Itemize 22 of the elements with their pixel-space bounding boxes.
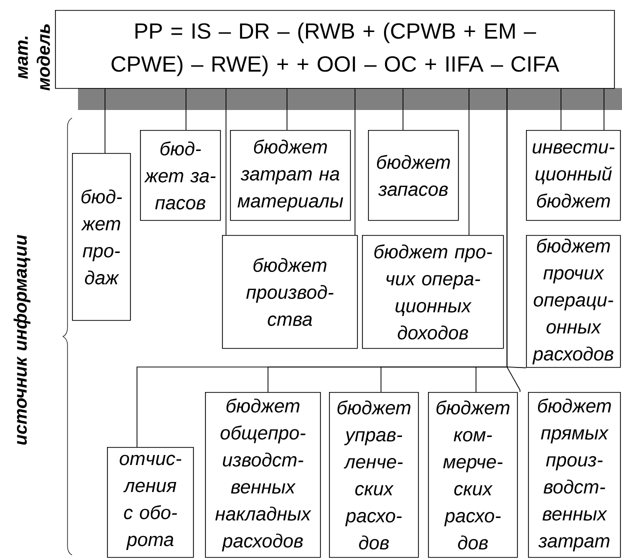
connector-line	[506, 88, 520, 392]
budget-box: бюджет управ- ленче- ских расхо- дов	[329, 392, 419, 558]
budget-box: бюд- жет про- даж	[72, 153, 131, 321]
side-label: источник информации	[14, 234, 30, 445]
budget-box: бюджет общепро- изводст- венных накладных расходов	[205, 392, 321, 558]
budget-box: бюд- жет за- пасов	[140, 130, 221, 221]
budget-box: бюджет затрат на материалы	[230, 130, 351, 221]
budget-box: бюджет прочих операци- онных расходов	[526, 235, 621, 368]
budget-box: бюджет запасов	[368, 130, 459, 221]
connector-line	[104, 88, 106, 154]
budget-box: бюджет прямых произ- водст- венных затрат	[528, 392, 621, 558]
budget-box: отчис- ления с обо- рота	[107, 447, 194, 558]
connector-line	[560, 88, 562, 130]
budget-box: инвести- ционный бюджет	[526, 130, 621, 221]
budget-box: бюджет ком- мерче- ских расхо- дов	[428, 392, 518, 558]
connector-line	[286, 88, 288, 130]
connector-line	[354, 88, 356, 236]
formula-box: PP = IS – DR – (RWB + (CPWB + EM – CPWE) – RWE) + + OOI – OC + IIFA – CIFA	[55, 10, 615, 89]
connector-line	[402, 88, 404, 130]
budget-box: бюджет производ- ства	[222, 235, 358, 349]
budget-box: бюджет про- чих опера- ционных доходов	[362, 235, 504, 349]
connector-line	[468, 88, 470, 236]
